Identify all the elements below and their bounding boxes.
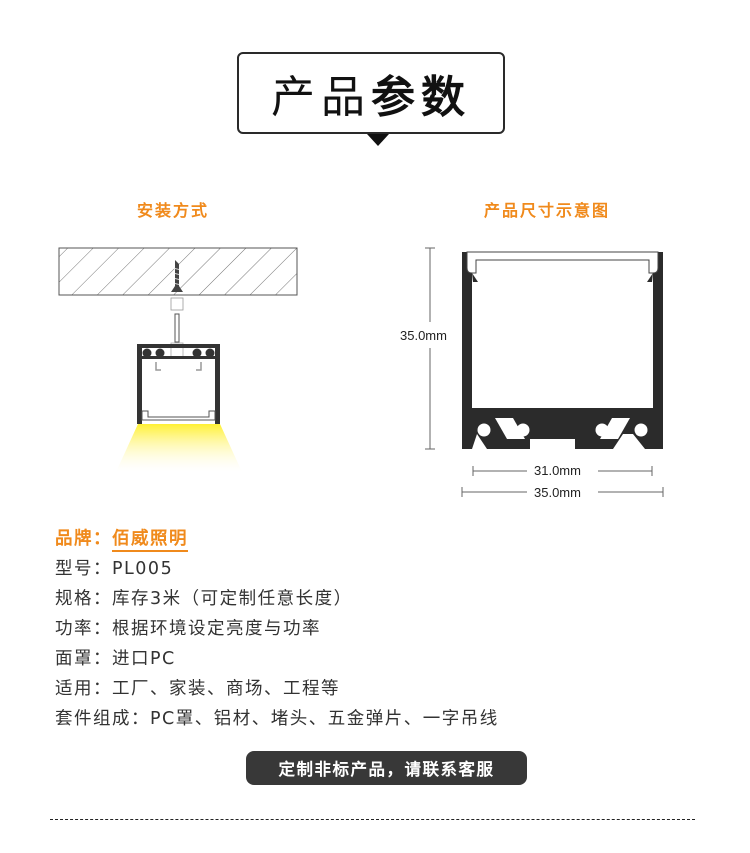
hanging-wire-icon [170,313,184,358]
spec-label: 适用： [55,679,112,699]
spec-value: PL005 [112,559,174,579]
title-part2: 参数 [371,72,471,123]
spec-value: 库存3米（可定制任意长度） [112,589,353,609]
dimension-diagram: 35.0mm 31.0mm 35.0mm [400,247,664,500]
spec-row-model: 型号：PL005 [55,554,499,584]
inner-width-label: 31.0mm [534,463,581,478]
spec-row-size: 规格：库存3米（可定制任意长度） [55,584,499,614]
title-box: 产品参数 [237,52,505,134]
spec-label: 规格： [55,589,112,609]
spec-label: 套件组成： [55,709,150,729]
outer-width-label: 35.0mm [534,485,581,500]
profile-icon [137,344,220,424]
spec-value: 根据环境设定亮度与功率 [112,619,321,639]
screw-icon [170,260,184,311]
light-beam-icon [116,424,242,472]
spec-label: 功率： [55,619,112,639]
installation-heading: 安装方式 [137,201,210,220]
spec-row-brand: 品牌：佰威照明 [55,524,499,554]
installation-diagram [58,247,298,472]
title-part1: 产品 [271,72,371,123]
spec-row-power: 功率：根据环境设定亮度与功率 [55,614,499,644]
spec-label: 品牌： [55,529,112,549]
spec-value: PC罩、铝材、堵头、五金弹片、一字吊线 [150,709,499,729]
spec-row-kit: 套件组成：PC罩、铝材、堵头、五金弹片、一字吊线 [55,704,499,734]
spec-value: 佰威照明 [112,529,188,552]
spec-row-cover: 面罩：进口PC [55,644,499,674]
spec-row-application: 适用：工厂、家装、商场、工程等 [55,674,499,704]
profile-cross-section-icon [462,251,663,449]
dashed-divider [50,819,695,820]
dimensions-heading: 产品尺寸示意图 [484,201,611,220]
height-label: 35.0mm [400,328,447,343]
height-dimension-line [425,247,435,450]
spec-label: 型号： [55,559,112,579]
inner-width-dimension-line [472,466,653,476]
page-title: 产品参数 [239,54,503,132]
spec-value: 进口PC [112,649,176,669]
spec-list: 品牌：佰威照明 型号：PL005 规格：库存3米（可定制任意长度） 功率：根据环… [55,524,499,734]
spec-value: 工厂、家装、商场、工程等 [112,679,340,699]
spec-label: 面罩： [55,649,112,669]
outer-width-dimension-line [461,487,664,497]
title-pointer-icon [367,134,389,146]
contact-service-button[interactable]: 定制非标产品，请联系客服 [246,751,527,785]
